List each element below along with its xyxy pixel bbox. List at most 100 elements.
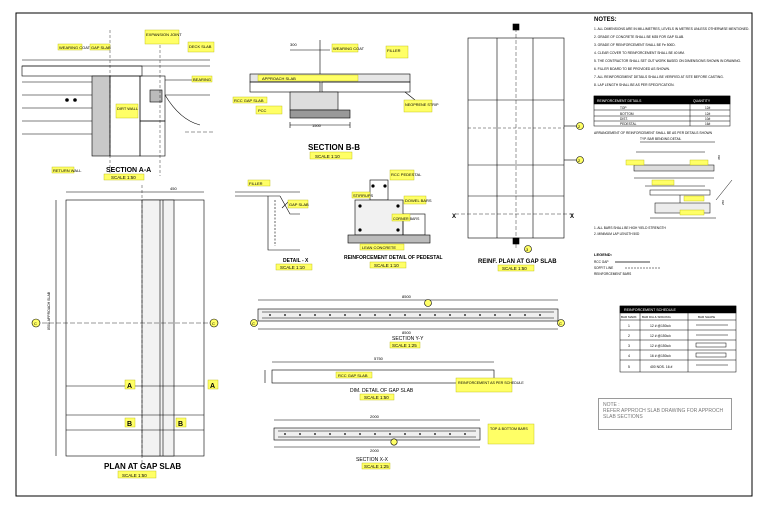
reinf-x-left: X	[452, 214, 456, 220]
schedule-header-1: BAR MARK	[621, 315, 637, 319]
dim-detail-note: REINFORCEMENT AS PER SCHEDULE	[458, 381, 524, 385]
section-bb-neo-box	[403, 99, 433, 113]
pedestal-dowel-box	[403, 195, 427, 205]
schedule-row1-spec: 12 # @150c/c	[650, 324, 671, 328]
section-bb-scale-box	[309, 151, 353, 160]
schedule-header-2: BAR DIA & SPACING	[642, 315, 671, 319]
section-bb-rcc-box	[232, 96, 268, 104]
detail-x-wc-box	[247, 179, 271, 187]
label-wearing-coat-text: WEARING COAT	[59, 45, 91, 50]
pedestal-dowel: DOWEL BARS	[405, 198, 432, 203]
label-return-wall-text: RETURN WALL	[53, 168, 82, 173]
schedule-title: REINFORCEMENT SCHEDULE	[624, 308, 676, 312]
section-xx-note: TOP & BOTTOM BARS	[490, 427, 528, 431]
notes-heading: NOTES:	[594, 17, 617, 23]
pedestal-view	[347, 179, 431, 244]
label-bearing	[191, 75, 213, 83]
schedule-row3-mark: 3	[628, 344, 630, 348]
pedestal-stirrup-box	[351, 191, 371, 199]
section-aa-view	[21, 30, 215, 176]
section-xx-dim-bottom: 2000	[370, 448, 380, 453]
label-dirt-wall	[115, 103, 139, 119]
label-gap-slab-a-text: GAP SLAB	[91, 45, 111, 50]
reinf-plan-view	[455, 23, 584, 253]
plan-b-left: B	[127, 421, 132, 428]
plan-a-left-box	[124, 379, 136, 390]
pedestal-label: RCC PEDESTAL	[391, 172, 422, 177]
plan-c-right: C	[212, 321, 215, 326]
notes-row2-c1: BOTTOM	[620, 112, 634, 116]
label-deck-slab-text: DECK SLAB	[189, 44, 212, 49]
section-yy-bar-dots	[269, 314, 541, 316]
note-2: 2. GRADE OF CONCRETE SHALL BE M35 FOR GA…	[594, 35, 684, 39]
plan-a-right: A	[210, 383, 215, 390]
section-aa-scale: SCALE 1:50	[111, 175, 136, 180]
section-yy-dim-top: 8500	[402, 294, 412, 299]
pedestal-label-box	[389, 169, 415, 181]
bar-bending-sketch	[633, 141, 733, 219]
note-4: 4. CLEAR COVER TO REINFORCEMENT SHALL BE…	[594, 51, 685, 55]
plan-c-left: C	[34, 321, 37, 326]
label-return-wall	[51, 166, 75, 174]
notes-row1-c2: 12#	[705, 106, 711, 110]
section-yy-dim-bottom: 8500	[402, 330, 412, 335]
note-5: 5. THE CONTRACTOR SHALL SET OUT WORK BAS…	[594, 59, 741, 63]
section-bb-slab-label: APPROACH SLAB	[262, 76, 296, 81]
note-3: 3. GRADE OF REINFORCEMENT SHALL BE Fe 50…	[594, 43, 676, 47]
dim-detail-width: 5750	[374, 356, 384, 361]
notes-table	[593, 95, 731, 127]
reinf-plan-scale-box	[497, 264, 535, 272]
section-xx-scale-box	[361, 462, 391, 470]
dim-detail-label: RCC GAP SLAB	[338, 373, 368, 378]
section-bb-title: SECTION B-B	[308, 143, 360, 152]
section-yy-c-left: C	[252, 321, 255, 326]
legend-item-1: RCC GAP	[594, 260, 609, 264]
pedestal-pcc: LEAN CONCRETE	[362, 245, 396, 250]
section-bb-neo-label: NEOPRENE STRIP	[405, 103, 439, 107]
section-yy-view	[250, 299, 565, 330]
dim-detail-view	[264, 361, 495, 384]
reinf-mark-2: 2	[578, 158, 581, 163]
label-deck-slab	[187, 41, 215, 53]
note-8: 8. LAP LENGTH SHALL BE AS PER SPECIFICAT…	[594, 83, 674, 87]
section-bb-rcc-label: RCC GAP SLAB	[234, 98, 264, 103]
notes-row4-c2: 16#	[705, 122, 711, 126]
legend-heading: LEGEND:	[594, 252, 612, 257]
plan-title: PLAN AT GAP SLAB	[104, 462, 181, 471]
dim-detail-scale-box	[359, 393, 395, 401]
label-gap-slab-a	[89, 43, 111, 51]
schedule-row5-mark: 5	[628, 365, 630, 369]
plan-gap-slab-view	[31, 185, 219, 465]
pedestal-scale: SCALE 1:10	[374, 263, 399, 268]
bar-bending-label-1	[625, 159, 645, 166]
section-yy-title: SECTION Y-Y	[392, 336, 424, 342]
legend-item-3: REINFORCEMENT BARS	[594, 272, 631, 276]
legend-item-2: SOFFIT LINE	[594, 266, 613, 270]
detail-x-gs-box	[287, 199, 309, 209]
note-6: 6. FILLER BOARD TO BE PROVIDED AS SHOWN.	[594, 67, 670, 71]
label-expansion-joint	[144, 29, 180, 45]
dim-detail-scale: SCALE 1:50	[364, 395, 389, 400]
bar-bending-caption: TYP. BAR BENDING DETAIL	[640, 137, 682, 141]
pedestal-pcc-box	[359, 243, 405, 251]
reinf-x-right: X	[570, 214, 574, 220]
schedule-row2-mark: 2	[628, 334, 630, 338]
note-2-1: 1. ALL BARS SHALL BE HIGH YIELD STRENGTH	[594, 226, 666, 230]
pedestal-corner: CORNER BARS	[393, 217, 420, 221]
section-yy-scale: SCALE 1:25	[392, 343, 417, 348]
label-expansion-joint-text: EXPANSION JOINT	[146, 32, 182, 37]
sheet-border	[15, 12, 753, 497]
section-bb-pcc-box	[255, 105, 283, 115]
plan-a-right-box	[207, 379, 219, 390]
schedule-table	[619, 305, 737, 373]
reinf-plan-scale: SCALE 1:50	[502, 266, 527, 271]
reinf-mark-3: 3	[526, 247, 529, 252]
section-bb-wear-box	[331, 43, 359, 53]
schedule-row2-spec: 12 # @150c/c	[650, 334, 671, 338]
bar-bending-label-3	[651, 179, 675, 186]
pedestal-corner-box	[391, 213, 411, 222]
notes-row4-c1: PEDESTAL	[620, 122, 637, 126]
section-aa-scale-box	[103, 173, 145, 181]
note-7: 7. ALL REINFORCEMENT DETAILS SHALL BE VE…	[594, 75, 724, 79]
